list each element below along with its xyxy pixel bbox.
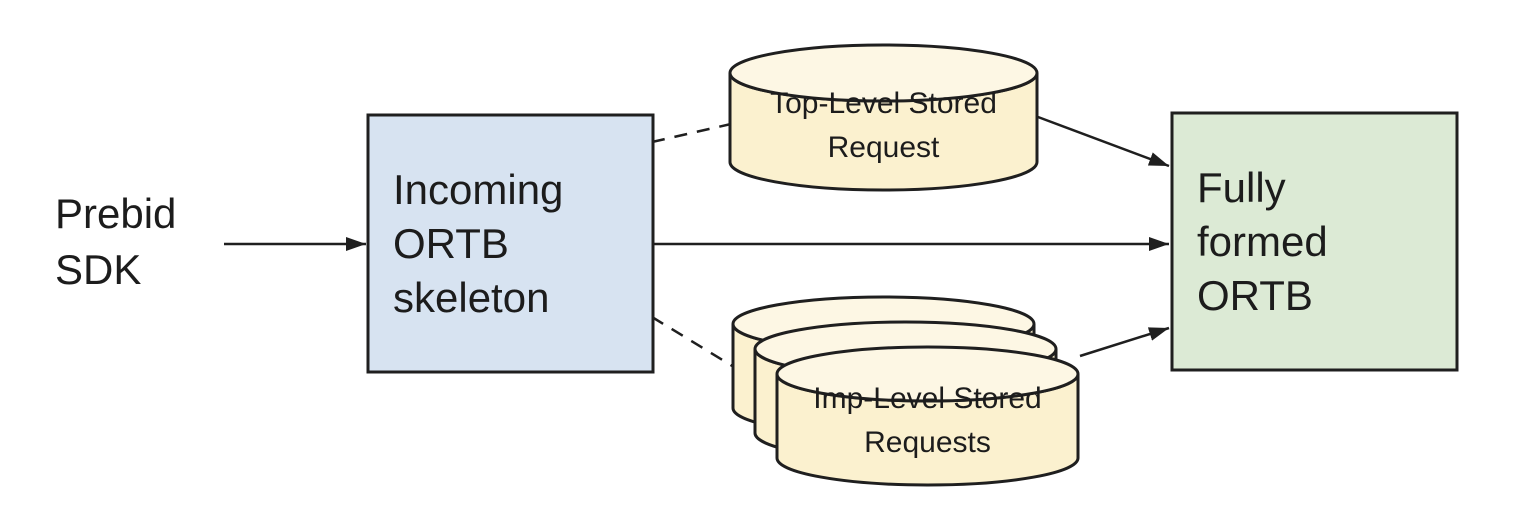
edge-incoming-to-implevel bbox=[651, 315, 735, 369]
cylinder-top bbox=[728, 43, 1039, 103]
cylinder-top-front bbox=[775, 345, 1080, 403]
imp-level-stored-requests-cylinders bbox=[731, 295, 1080, 487]
top-level-stored-request-label: Top-Level Stored Request bbox=[770, 87, 997, 164]
edge-incoming-to-toplevel bbox=[651, 122, 732, 144]
imp-level-stored-requests-label: Imp-Level Stored Requests bbox=[813, 382, 1042, 459]
incoming-ortb-box bbox=[366, 113, 655, 374]
fully-formed-ortb-box bbox=[1170, 111, 1459, 372]
edge-implevel-to-fully bbox=[1079, 326, 1170, 358]
fully-formed-ortb-label: Fully formed ORTB bbox=[1197, 163, 1328, 319]
incoming-ortb-label: Incoming ORTB skeleton bbox=[393, 165, 564, 321]
prebid-sdk-label: Prebid SDK bbox=[55, 190, 177, 293]
edge-toplevel-to-fully bbox=[1037, 115, 1170, 168]
top-level-stored-request-cylinder bbox=[728, 43, 1039, 192]
